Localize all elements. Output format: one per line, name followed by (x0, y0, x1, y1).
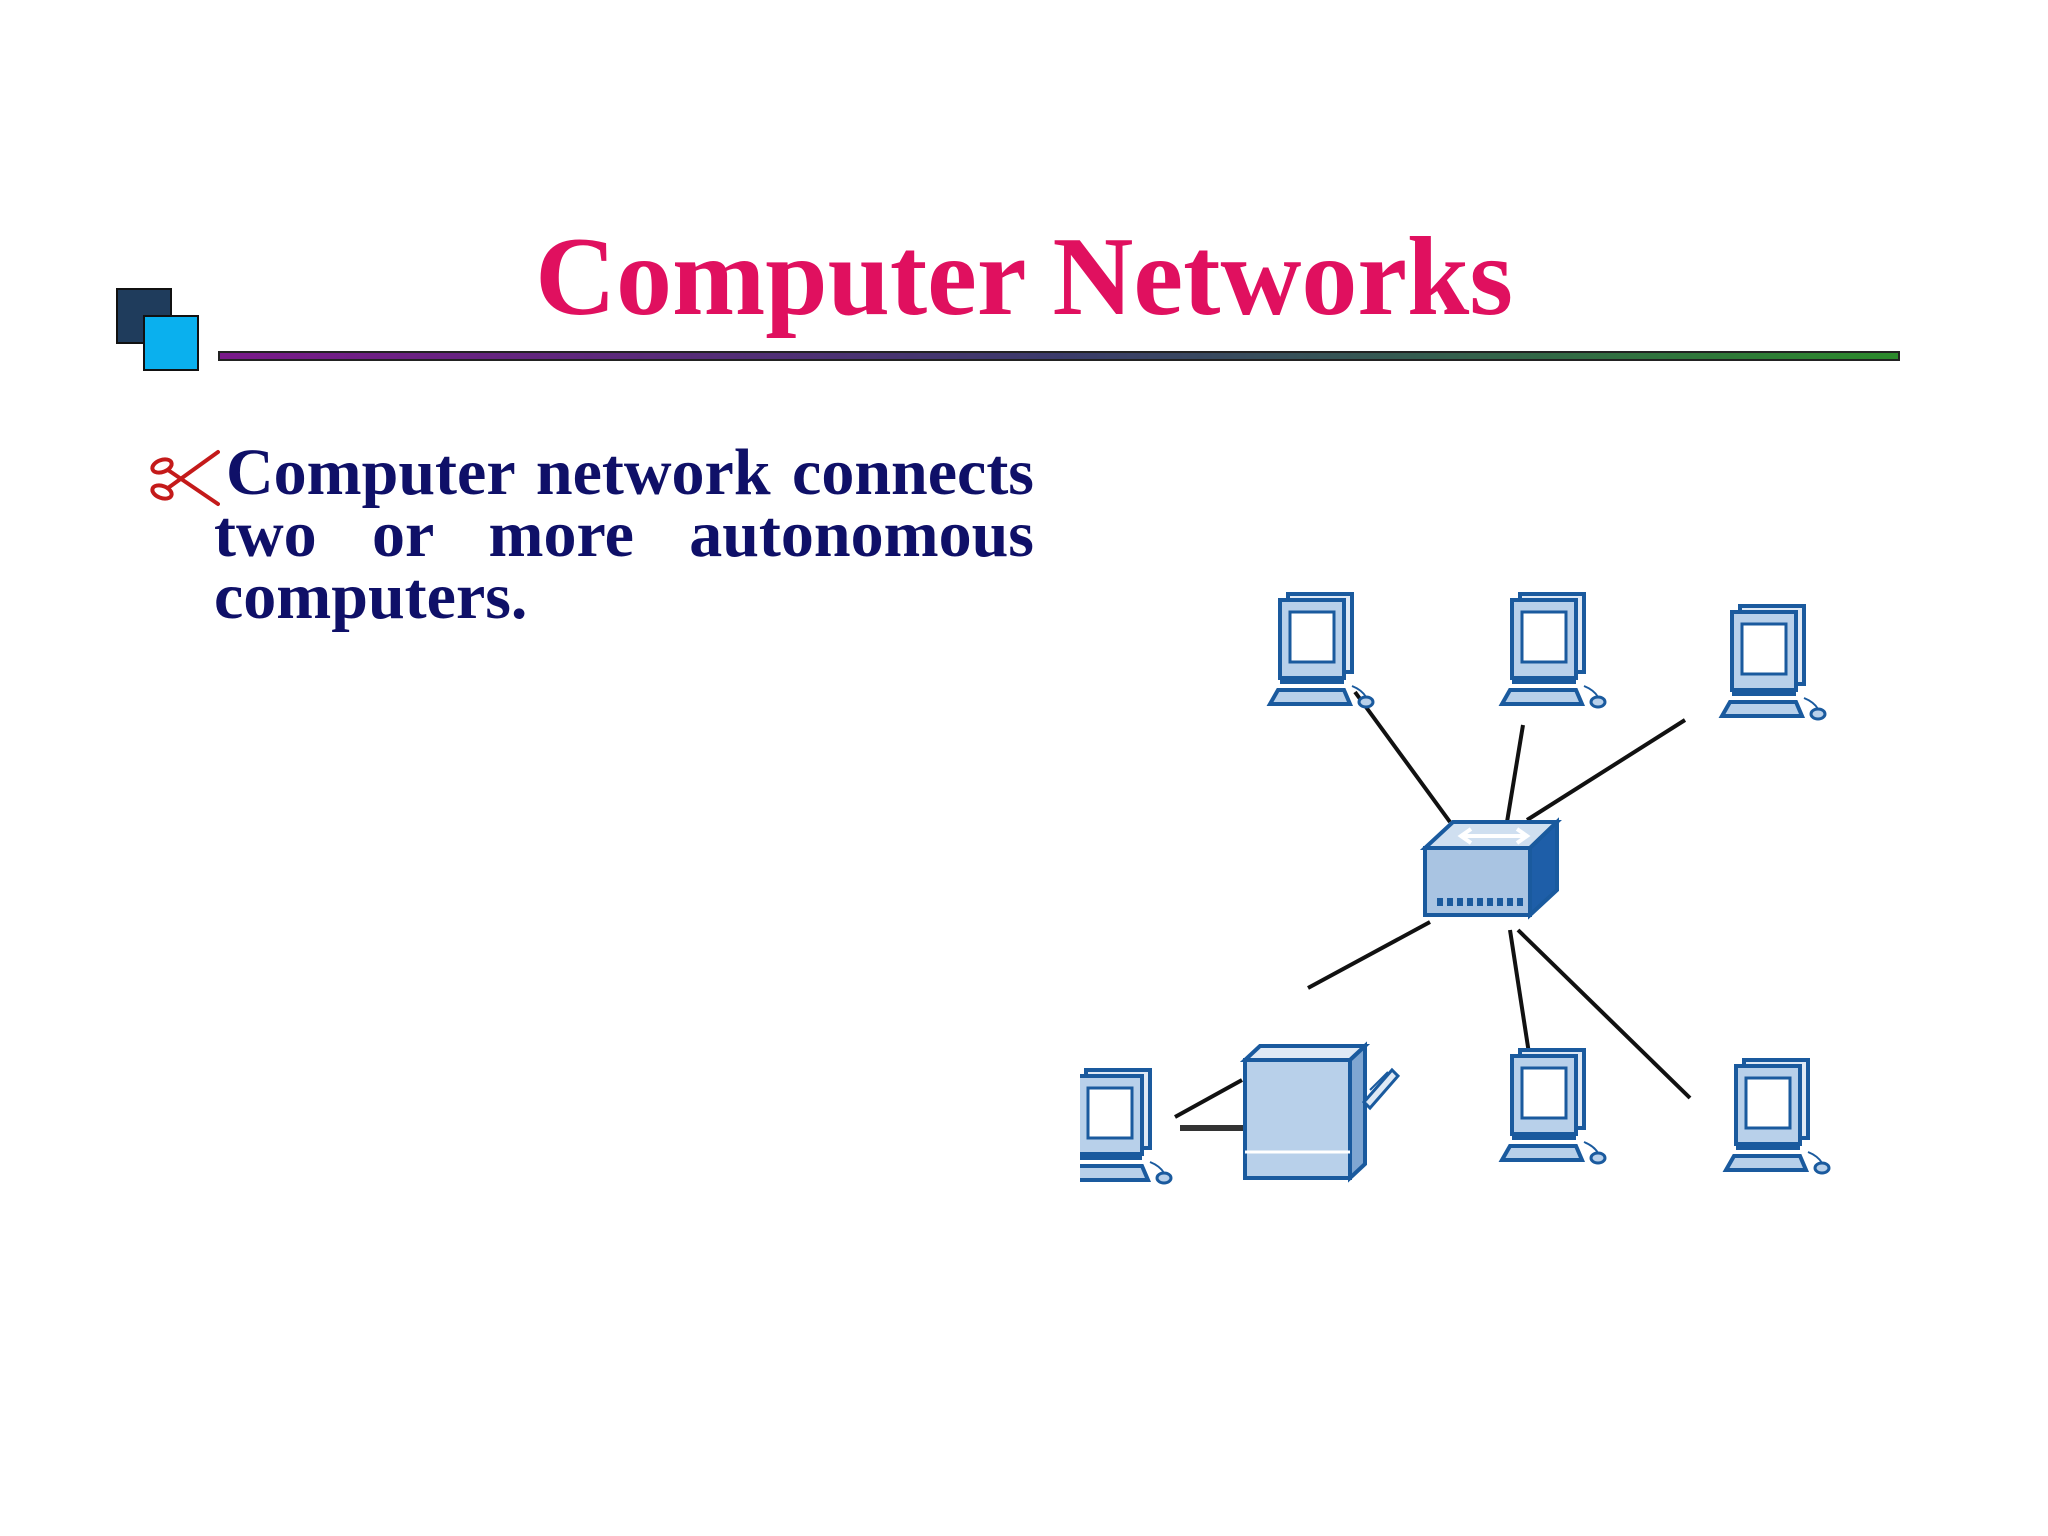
computer-icon (1268, 592, 1375, 709)
computer-icon (1080, 1068, 1173, 1185)
logo-front-square-icon (143, 315, 199, 371)
server-icon (1239, 1041, 1401, 1183)
bullet-item: Computer network connects two or more au… (148, 436, 1038, 633)
bullet-text: Computer network connects two or more au… (214, 436, 1034, 633)
page-title: Computer Networks (535, 215, 1513, 339)
network-diagram (1080, 592, 1831, 1185)
computer-icon (1500, 1048, 1607, 1165)
computer-icon (1720, 604, 1827, 721)
network-links (1174, 690, 1692, 1119)
title-underline (218, 351, 1900, 361)
scissors-icon (150, 450, 220, 506)
switch-icon (1419, 817, 1562, 920)
computer-icon (1724, 1058, 1831, 1175)
computer-icon (1500, 592, 1607, 709)
